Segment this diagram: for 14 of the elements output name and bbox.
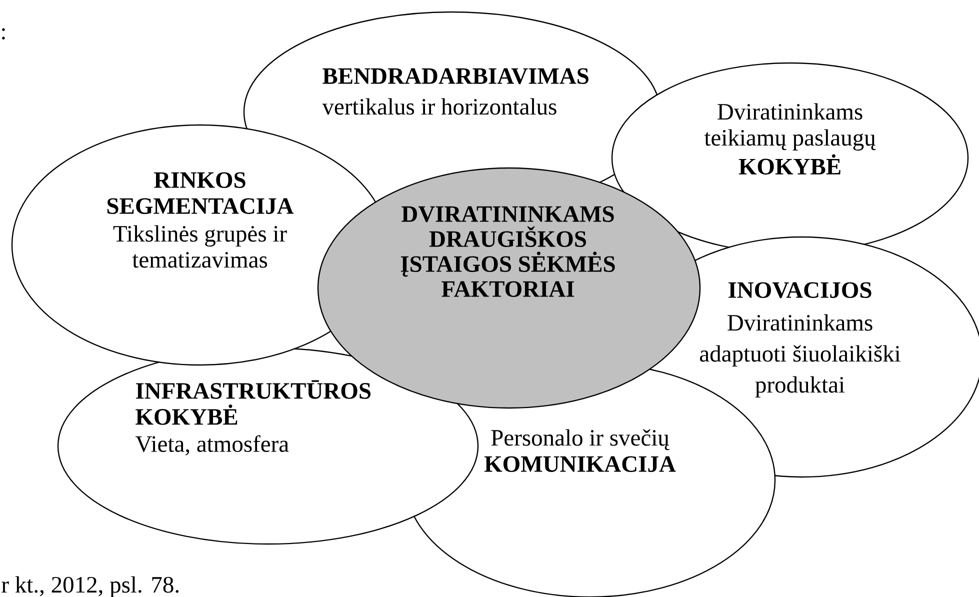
heading-text: INFRASTRUKTŪROS KOKYBĖ <box>136 380 371 425</box>
heading-text: RINKOS SEGMENTACIJA <box>107 172 294 214</box>
body-text: Tikslinės grupės ir tematizavimas <box>113 225 287 268</box>
heading-text: BENDRADARBIAVIMAS <box>322 68 588 84</box>
body-text: Dviratininkams teikiamų paslaugų <box>704 103 876 151</box>
body-text: Dviratininkams adaptuoti šiuolaikiški produktai <box>700 314 900 398</box>
heading-text: DVIRATININKAMS DRAUGIŠKOS ĮSTAIGOS SĖKMĖS FAKTORIAI <box>400 206 615 297</box>
heading-text: KOKYBĖ <box>738 154 840 175</box>
body-text: Vieta, atmosfera <box>135 435 289 456</box>
body-text: Personalo ir svečių <box>491 429 670 450</box>
body-text: vertikalus ir horizontalus <box>322 98 556 115</box>
heading-text: KOMUNIKACIJA <box>484 456 676 472</box>
heading-text: INOVACIJOS <box>728 282 872 298</box>
note-text: : <box>2 28 5 40</box>
